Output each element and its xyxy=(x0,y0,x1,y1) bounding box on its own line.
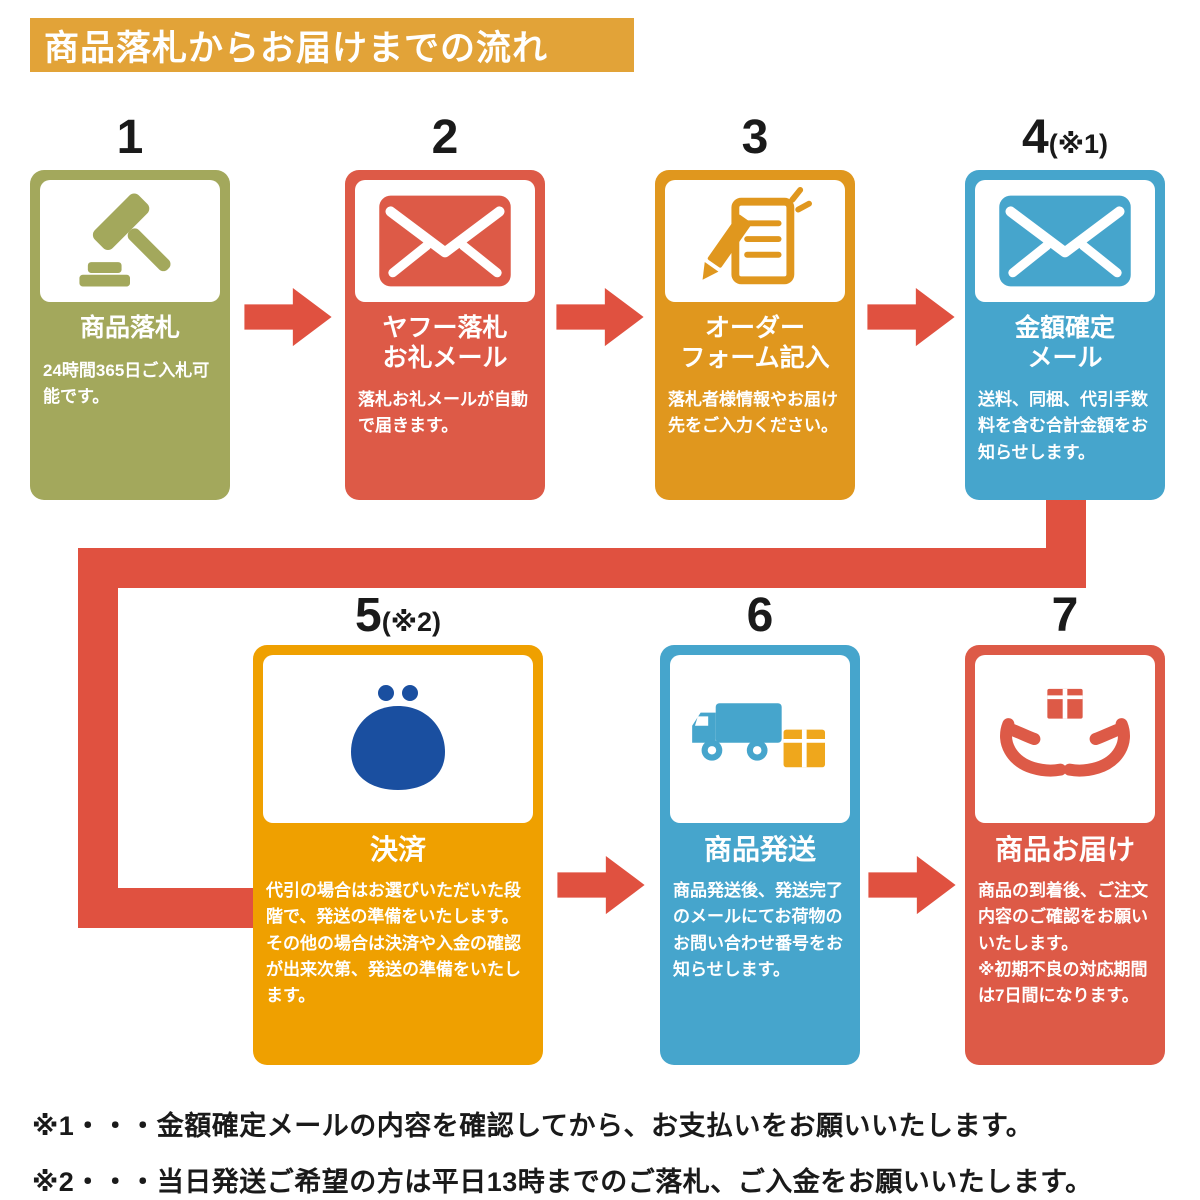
step-number-1: 1 xyxy=(116,111,144,164)
thanks-mail-icon xyxy=(355,180,535,302)
flow-connector-line xyxy=(78,548,118,928)
step-card-auction: 商品落札 24時間365日ご入札可能です。 xyxy=(30,170,230,500)
step-description: 代引の場合はお選びいただいた段階で、発送の準備をいたします。 その他の場合は決済… xyxy=(266,881,521,1006)
step-card-price-mail: 金額確定 メール 送料、同梱、代引手数料を含む合計金額をお知らせします。 xyxy=(965,170,1165,500)
footnote-2: ※2・・・当日発送ご希望の方は平日13時までのご落札、ご入金をお願いいたします。 xyxy=(32,1167,1093,1197)
step-card-thanks-mail: ヤフー落札 お礼メール 落札お礼メールが自動で届きます。 xyxy=(345,170,545,500)
step-title: 商品お届け xyxy=(994,834,1135,865)
step-description: 商品の到着後、ご注文内容のご確認をお願いいたします。 ※初期不良の対応期間は7日… xyxy=(978,881,1148,1006)
step-number-7: 7 xyxy=(1051,589,1079,642)
step-title: 決済 xyxy=(369,834,426,865)
order-form-icon xyxy=(665,180,845,302)
step-title: 商品発送 xyxy=(703,834,816,865)
payment-purse-icon xyxy=(263,655,533,823)
flow-arrow-icon xyxy=(867,287,955,347)
step-title: ヤフー落札 お礼メール xyxy=(382,314,508,372)
step-card-shipping: 商品発送 商品発送後、発送完了のメールにてお荷物のお問い合わせ番号をお知らせしま… xyxy=(660,645,860,1065)
flow-arrow-icon xyxy=(868,855,956,915)
step-title: 商品落札 xyxy=(79,314,180,342)
flow-arrow-icon xyxy=(556,287,644,347)
step-number-3: 3 xyxy=(741,111,769,164)
step-title: 金額確定 メール xyxy=(1014,314,1115,372)
price-mail-icon xyxy=(975,180,1155,302)
step-description: 24時間365日ご入札可能です。 xyxy=(43,360,210,406)
flow-arrow-icon xyxy=(244,287,332,347)
auction-hammer-icon xyxy=(40,180,220,302)
step-number-6: 6 xyxy=(746,589,774,642)
flow-connector-line xyxy=(78,888,255,928)
step-number-4: 4(※1) xyxy=(1022,111,1108,164)
step-card-order-form: オーダー フォーム記入 落札者様情報やお届け先をご入力ください。 xyxy=(655,170,855,500)
step-number-2: 2 xyxy=(431,111,459,164)
page-title: 商品落札からお届けまでの流れ xyxy=(30,18,634,72)
shipping-truck-icon xyxy=(670,655,850,823)
step-title: オーダー フォーム記入 xyxy=(680,314,830,372)
step-description: 送料、同梱、代引手数料を含む合計金額をお知らせします。 xyxy=(978,390,1148,462)
step-number-5: 5(※2) xyxy=(355,589,441,642)
step-card-delivery: 商品お届け 商品の到着後、ご注文内容のご確認をお願いいたします。 ※初期不良の対… xyxy=(965,645,1165,1065)
flow-arrow-icon xyxy=(557,855,645,915)
footnote-1: ※1・・・金額確定メールの内容を確認してから、お支払いをお願いいたします。 xyxy=(32,1111,1034,1141)
step-card-payment: 決済 代引の場合はお選びいただいた段階で、発送の準備をいたします。 その他の場合… xyxy=(253,645,543,1065)
delivery-hands-icon xyxy=(975,655,1155,823)
step-description: 商品発送後、発送完了のメールにてお荷物のお問い合わせ番号をお知らせします。 xyxy=(673,881,843,980)
step-description: 落札お礼メールが自動で届きます。 xyxy=(358,390,528,436)
flow-connector-line xyxy=(78,548,1086,588)
step-description: 落札者様情報やお届け先をご入力ください。 xyxy=(668,390,838,436)
